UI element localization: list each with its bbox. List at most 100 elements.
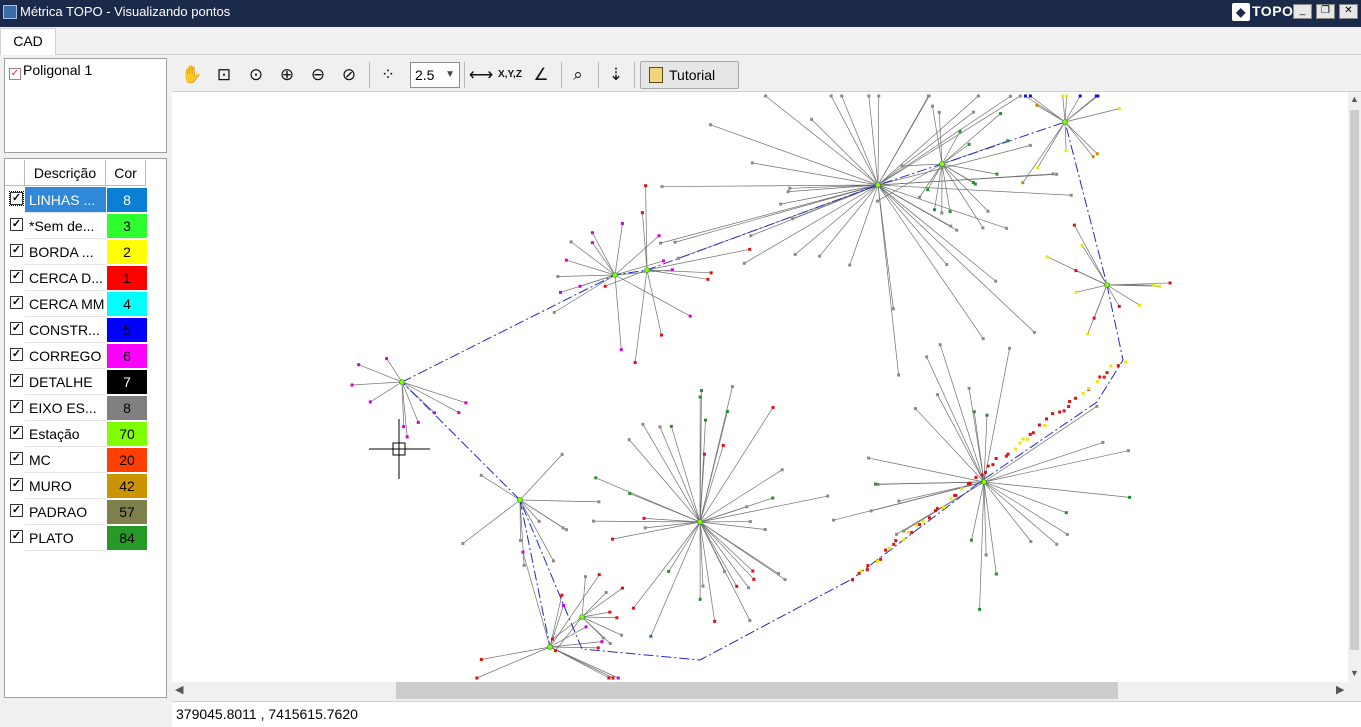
legend-row[interactable]: ✓*Sem de...3 [5, 213, 151, 239]
north-arrow-icon[interactable]: ⇣ [608, 65, 624, 84]
legend-row-color[interactable]: 57 [107, 500, 147, 524]
legend-row-color[interactable]: 7 [107, 370, 147, 394]
radial-line [642, 424, 701, 523]
station-point [517, 497, 523, 503]
legend-row-color[interactable]: 20 [107, 448, 147, 472]
legend-header-cor[interactable]: Cor [106, 160, 146, 186]
horizontal-scrollbar[interactable]: ◀ ▶ [172, 682, 1348, 699]
hand-pan-icon[interactable]: ✋ [181, 65, 203, 84]
vertical-scrollbar[interactable]: ▲ ▼ [1348, 92, 1361, 682]
survey-point [981, 226, 985, 230]
survey-point [1126, 449, 1130, 453]
layer-checkbox[interactable]: ✓ [9, 68, 21, 80]
legend-row-checkbox[interactable]: ✓ [10, 348, 23, 361]
scroll-left-icon[interactable]: ◀ [175, 684, 184, 696]
legend-row-checkbox[interactable]: ✓ [10, 504, 23, 517]
legend-row-color[interactable]: 42 [107, 474, 147, 498]
radial-line [581, 611, 610, 618]
legend-row-checkbox[interactable]: ✓ [10, 270, 23, 283]
boundary-point [968, 481, 972, 485]
legend-row-checkbox[interactable]: ✓ [10, 530, 23, 543]
tutorial-button[interactable]: Tutorial [640, 61, 739, 89]
binoculars-icon[interactable]: ⌕ [573, 65, 583, 84]
xyz-coordinates-icon[interactable]: X,Y,Z [498, 69, 522, 80]
survey-point [779, 202, 783, 206]
legend-row-checkbox[interactable]: ✓ [10, 244, 23, 257]
legend-row-color[interactable]: 8 [107, 188, 147, 212]
zoom-extents-icon[interactable]: ⊙ [248, 65, 264, 84]
legend-row-checkbox[interactable]: ✓ [10, 218, 23, 231]
close-button[interactable]: ✕ [1339, 4, 1358, 19]
zoom-out-icon[interactable]: ⊖ [310, 65, 326, 84]
radial-line [699, 506, 747, 523]
zoom-previous-icon[interactable]: ⊘ [341, 65, 357, 84]
legend-row-color[interactable]: 4 [107, 292, 147, 316]
survey-point [1045, 255, 1049, 259]
legend-row-color[interactable]: 2 [107, 240, 147, 264]
legend-row-name: Estação [25, 421, 106, 447]
survey-point [1158, 284, 1162, 288]
survey-point [1095, 404, 1099, 408]
legend-row-checkbox[interactable]: ✓ [10, 452, 23, 465]
legend-row-checkbox[interactable]: ✓ [10, 426, 23, 439]
zoom-in-icon[interactable]: ⊕ [279, 65, 295, 84]
toolbar-separator [598, 62, 599, 88]
legend-row-color[interactable]: 1 [107, 266, 147, 290]
zoom-window-icon[interactable]: ⊡ [216, 65, 232, 84]
legend-row-checkbox[interactable]: ✓ [10, 478, 23, 491]
survey-point [1117, 107, 1121, 111]
measure-angle-icon[interactable]: ∠ [533, 65, 549, 84]
legend-row-checkbox[interactable]: ✓ [10, 374, 23, 387]
scale-select[interactable]: 2.5 ▼ [410, 62, 460, 88]
radial-line [699, 521, 755, 580]
survey-point [786, 190, 790, 194]
legend-row[interactable]: ✓CONSTR...5 [5, 317, 151, 343]
restore-button[interactable]: ❐ [1316, 4, 1335, 19]
cad-canvas[interactable] [172, 92, 1348, 682]
legend-row-color[interactable]: 70 [107, 422, 147, 446]
legend-row-name: CERCA D... [25, 265, 106, 291]
boundary-point [915, 523, 919, 527]
legend-row-checkbox[interactable]: ✓ [10, 296, 23, 309]
legend-row-color[interactable]: 3 [107, 214, 147, 238]
minimize-button[interactable]: _ [1293, 4, 1312, 19]
radial-line [877, 95, 979, 186]
radial-line [481, 475, 521, 501]
measure-distance-icon[interactable]: ⟷ [468, 65, 494, 84]
radial-line [519, 499, 554, 561]
boundary-point [865, 568, 869, 572]
legend-row-checkbox[interactable]: ✓ [10, 400, 23, 413]
tab-cad[interactable]: CAD [0, 28, 56, 55]
scroll-up-icon[interactable]: ▲ [1350, 94, 1359, 104]
layer-item-poligonal-1[interactable]: ✓Poligonal 1 [9, 62, 92, 80]
survey-point [869, 509, 873, 513]
horizontal-scroll-thumb[interactable] [396, 682, 1118, 699]
vertical-scroll-thumb[interactable] [1350, 110, 1359, 650]
legend-row[interactable]: ✓CERCA D...1 [5, 265, 151, 291]
legend-row[interactable]: ✓LINHAS ...8 [5, 187, 151, 213]
survey-point [752, 577, 756, 581]
legend-row-checkbox[interactable]: ✓ [10, 322, 23, 335]
radial-line [983, 406, 1098, 483]
point-markers-icon[interactable]: ⁘ [380, 65, 396, 84]
survey-point [607, 676, 611, 680]
legend-row-checkbox[interactable]: ✓ [9, 191, 24, 206]
legend-row[interactable]: ✓BORDA ...2 [5, 239, 151, 265]
legend-row-color[interactable]: 8 [107, 396, 147, 420]
legend-header-descricao[interactable]: Descrição [25, 160, 106, 186]
survey-point [584, 625, 588, 629]
legend-row[interactable]: ✓EIXO ES...8 [5, 395, 151, 421]
scroll-down-icon[interactable]: ▼ [1350, 668, 1359, 678]
legend-row-color[interactable]: 6 [107, 344, 147, 368]
legend-row-color[interactable]: 84 [107, 526, 147, 550]
scroll-right-icon[interactable]: ▶ [1336, 684, 1345, 696]
legend-row-color[interactable]: 5 [107, 318, 147, 342]
